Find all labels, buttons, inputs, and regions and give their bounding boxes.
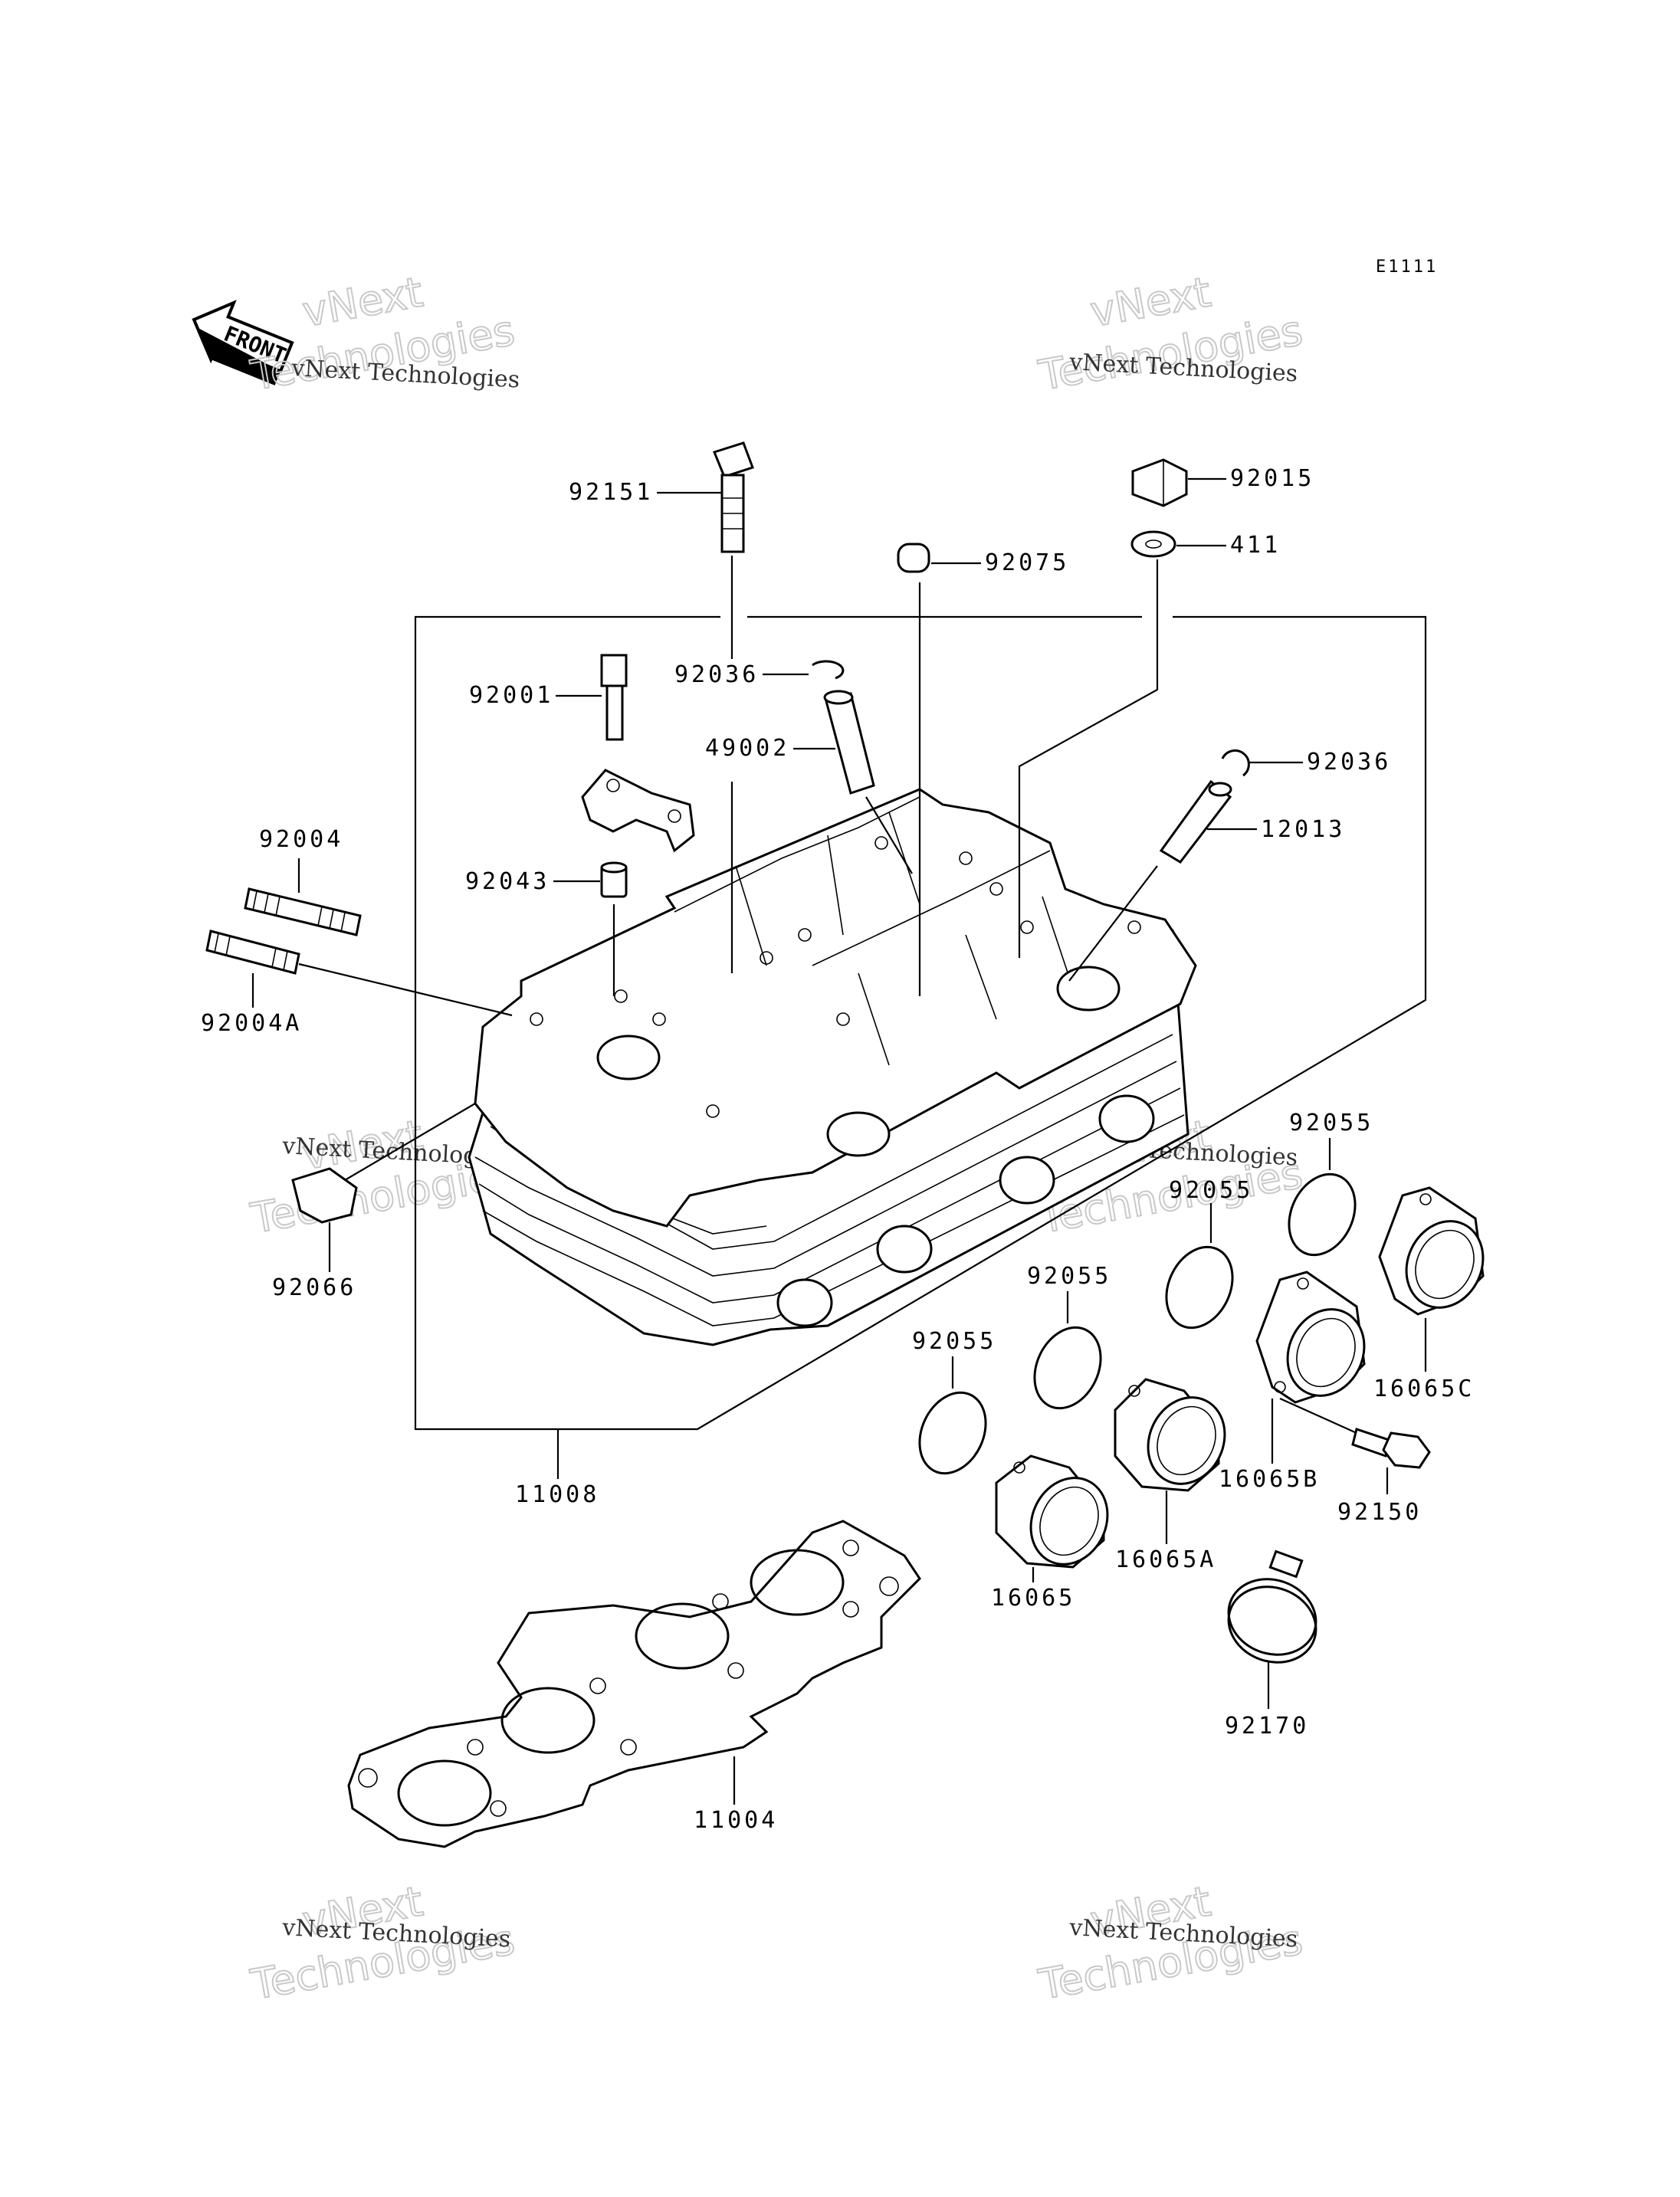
part-label-411: 411 [1230,532,1281,559]
part-label-92150: 92150 [1337,1499,1422,1526]
part-label-92055-4: 92055 [1289,1110,1373,1136]
stud-92004A [205,930,300,975]
part-label-16065A: 16065A [1115,1546,1216,1573]
part-label-92004: 92004 [259,826,343,853]
head-gasket [347,1520,921,1848]
part-label-49002: 49002 [705,735,789,762]
bolt-92001 [600,654,628,741]
camshaft-cap [581,769,695,853]
part-label-92001: 92001 [469,682,553,709]
cylinder-head [468,788,1197,1346]
assembly-bracket [414,615,1427,1431]
washer-411 [1130,530,1176,558]
part-label-92055-2: 92055 [1027,1263,1111,1290]
bolt-92151 [712,441,754,553]
part-label-92151: 92151 [569,479,653,506]
plug-92066 [291,1167,358,1224]
o-ring-92055-3 [1165,1245,1234,1330]
carb-holder-16065 [995,1454,1109,1569]
carb-holder-16065B [1255,1271,1366,1404]
o-ring-92055-4 [1288,1172,1357,1257]
clamp-92170 [1227,1549,1317,1664]
dowel-92043 [600,861,628,898]
part-label-11004: 11004 [694,1807,778,1834]
part-label-92170: 92170 [1225,1713,1309,1740]
part-label-92036-right: 92036 [1307,749,1391,776]
part-label-92015: 92015 [1230,465,1314,492]
part-label-92036-left: 92036 [674,661,759,688]
part-label-11008: 11008 [515,1481,599,1508]
part-label-92075: 92075 [985,549,1069,576]
valve-shaft-12013 [1159,779,1232,864]
part-label-16065C: 16065C [1373,1376,1475,1402]
circlip-92036-right [1221,749,1250,777]
o-ring-92055-1 [918,1391,987,1475]
part-label-16065B: 16065B [1219,1466,1320,1493]
bolt-92150 [1351,1428,1431,1469]
part-label-92066: 92066 [272,1274,356,1301]
carb-holder-16065A [1114,1378,1226,1492]
part-label-92055-1: 92055 [912,1328,996,1355]
part-label-92055-3: 92055 [1169,1177,1253,1204]
nut-92015 [1131,458,1188,507]
carb-holder-16065C [1378,1186,1485,1316]
circlip-92036-left [812,660,845,680]
o-ring-92055-2 [1033,1326,1102,1410]
part-label-92004A: 92004A [201,1010,302,1037]
part-label-16065: 16065 [991,1585,1075,1612]
part-label-12013: 12013 [1261,816,1345,843]
part-label-92043: 92043 [465,868,550,895]
stud-92004 [244,887,362,936]
diagram-code: E1111 [1376,257,1438,277]
valve-lifter-49002 [823,690,875,795]
cap-92075 [897,543,930,573]
